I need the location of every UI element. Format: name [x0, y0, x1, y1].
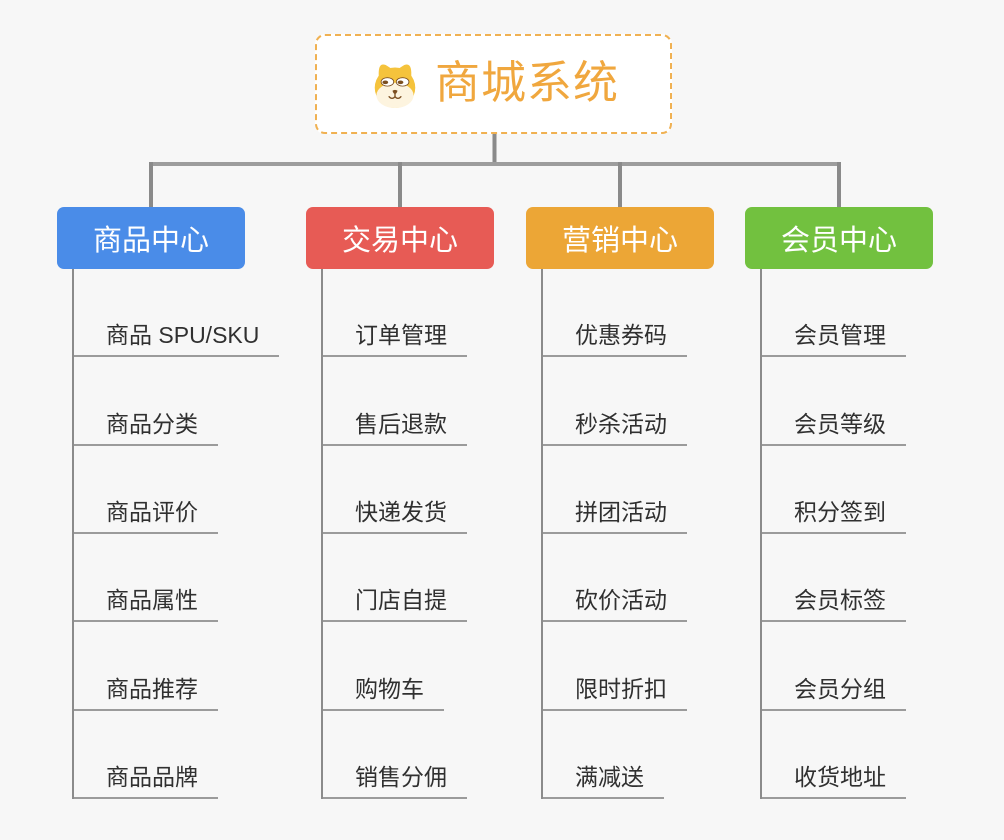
- branch-label: 营销中心: [561, 225, 678, 257]
- branch-member-center[interactable]: 会员中心: [745, 207, 933, 269]
- leaf-topic[interactable]: 拼团活动: [543, 446, 687, 534]
- marketing-center-leaves: 优惠券码 秒杀活动 拼团活动 砍价活动 限时折扣 满减送: [541, 269, 687, 799]
- leaf-topic[interactable]: 商品分类: [74, 357, 218, 446]
- leaf-topic[interactable]: 商品评价: [74, 446, 218, 534]
- leaf-topic[interactable]: 快递发货: [323, 446, 467, 534]
- leaf-topic[interactable]: 收货地址: [762, 711, 906, 799]
- branch-label: 会员中心: [780, 225, 897, 257]
- product-center-leaves: 商品 SPU/SKU 商品分类 商品评价 商品属性 商品推荐 商品品牌: [72, 269, 280, 799]
- branch-marketing-center[interactable]: 营销中心: [526, 207, 714, 269]
- branch-label: 交易中心: [341, 225, 458, 257]
- leaf-topic[interactable]: 门店自提: [323, 534, 467, 623]
- leaf-topic[interactable]: 会员管理: [762, 269, 906, 358]
- trade-center-leaves: 订单管理 售后退款 快递发货 门店自提 购物车 销售分佣: [321, 269, 467, 799]
- leaf-topic[interactable]: 商品品牌: [74, 711, 218, 799]
- leaf-topic[interactable]: 优惠券码: [543, 269, 687, 358]
- leaf-topic[interactable]: 销售分佣: [323, 711, 467, 799]
- leaf-topic[interactable]: 秒杀活动: [543, 357, 687, 446]
- leaf-topic[interactable]: 售后退款: [323, 357, 467, 446]
- root-topic-label: 商城系统: [434, 56, 619, 108]
- leaf-topic[interactable]: 限时折扣: [543, 622, 687, 711]
- branch-product-center[interactable]: 商品中心: [57, 207, 245, 269]
- leaf-topic[interactable]: 积分签到: [762, 446, 906, 534]
- leaf-topic[interactable]: 会员分组: [762, 622, 906, 711]
- leaf-topic[interactable]: 购物车: [323, 622, 444, 711]
- leaf-topic[interactable]: 商品属性: [74, 534, 218, 623]
- leaf-topic[interactable]: 满减送: [543, 711, 664, 799]
- member-center-leaves: 会员管理 会员等级 积分签到 会员标签 会员分组 收货地址: [760, 269, 906, 799]
- leaf-topic[interactable]: 订单管理: [323, 269, 467, 358]
- branch-label: 商品中心: [92, 225, 209, 257]
- leaf-topic[interactable]: 会员等级: [762, 357, 906, 446]
- leaf-topic[interactable]: 商品推荐: [74, 622, 218, 711]
- leaf-topic[interactable]: 砍价活动: [543, 534, 687, 623]
- leaf-topic[interactable]: 会员标签: [762, 534, 906, 623]
- root-topic[interactable]: 商城系统: [315, 34, 672, 134]
- branch-trade-center[interactable]: 交易中心: [306, 207, 494, 269]
- leaf-topic[interactable]: 商品 SPU/SKU: [74, 269, 280, 358]
- dog-face-icon: [368, 59, 422, 109]
